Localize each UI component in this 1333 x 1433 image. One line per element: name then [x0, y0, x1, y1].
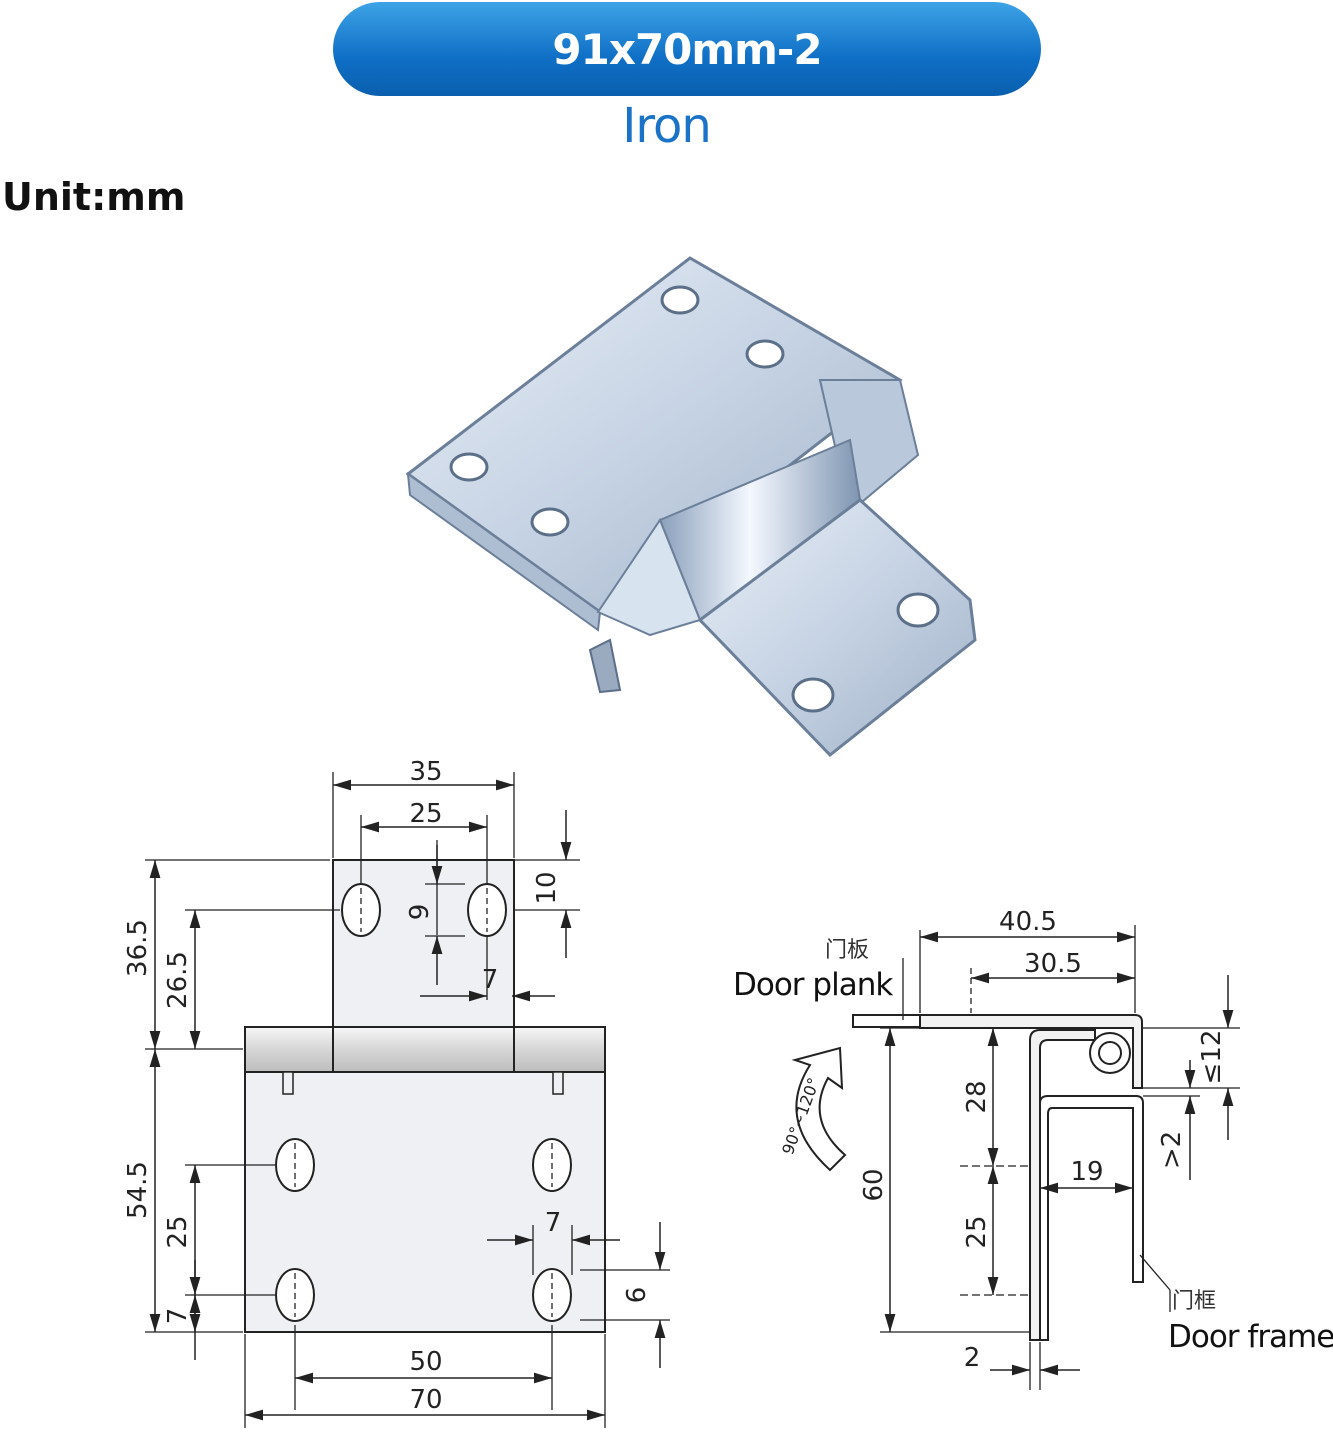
dim-gt2: >2 [1157, 1131, 1187, 1169]
dim-2: 2 [964, 1343, 981, 1373]
dim-10: 10 [532, 871, 562, 904]
dim-28: 28 [962, 1080, 992, 1113]
front-view-drawing [145, 772, 670, 1428]
door-frame [1039, 1095, 1144, 1341]
dim-7-top: 7 [482, 965, 499, 995]
dim-26-5: 26.5 [163, 951, 193, 1009]
door-plank-cn: 门板 [825, 938, 869, 963]
hinge-photo [405, 256, 977, 758]
side-view-drawing [791, 925, 1240, 1390]
title-banner: 91x70mm-2 [333, 2, 1041, 96]
dim-30-5: 30.5 [1024, 949, 1082, 979]
dim-70: 70 [409, 1385, 442, 1415]
front-knuckle [244, 1026, 606, 1073]
dim-35: 35 [409, 757, 442, 787]
dim-9-bot: 9 [619, 1287, 649, 1304]
dim-25-side: 25 [962, 1215, 992, 1248]
door-frame-label: Door frame [1168, 1319, 1333, 1355]
dim-9-top: 9 [405, 904, 435, 921]
dim-7-v: 7 [163, 1308, 193, 1325]
dim-50: 50 [409, 1347, 442, 1377]
door-plank-label: Door plank [733, 967, 893, 1003]
hinge-top-leaf [919, 1014, 1143, 1089]
dim-19: 19 [1070, 1157, 1103, 1187]
material-label: Iron [622, 98, 712, 154]
unit-label: Unit:mm [2, 175, 186, 219]
dim-36-5: 36.5 [123, 919, 153, 977]
dim-60: 60 [859, 1168, 889, 1201]
door-frame-cn: 门框 [1172, 1289, 1216, 1314]
dim-40-5: 40.5 [999, 907, 1057, 937]
dim-le12: ≤12 [1197, 1030, 1227, 1085]
dim-25-v: 25 [163, 1215, 193, 1248]
dim-7-bot: 7 [545, 1208, 562, 1238]
rotation-arrow-icon [791, 1046, 847, 1172]
dim-54-5: 54.5 [123, 1161, 153, 1219]
dim-25: 25 [409, 799, 442, 829]
